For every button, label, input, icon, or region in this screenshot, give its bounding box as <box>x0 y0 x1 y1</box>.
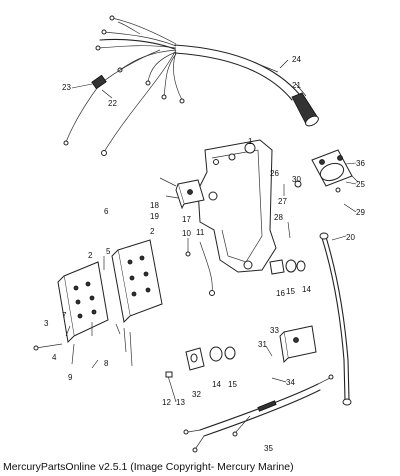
callout-18: 18 <box>150 201 159 210</box>
callout-14a: 14 <box>302 285 311 294</box>
callout-3: 3 <box>44 319 49 328</box>
callout-10: 10 <box>182 229 191 238</box>
callout-20: 20 <box>346 233 355 242</box>
callout-2a: 2 <box>88 251 93 260</box>
callout-9: 9 <box>68 373 73 382</box>
callout-15b: 15 <box>228 380 237 389</box>
callout-1: 1 <box>248 137 253 146</box>
callout-4: 4 <box>52 353 57 362</box>
callout-27: 27 <box>278 197 287 206</box>
wire-23-with-connector[interactable] <box>63 49 161 146</box>
callout-22: 22 <box>108 99 117 108</box>
callout-5: 5 <box>106 247 111 256</box>
wiring-harness[interactable] <box>95 15 320 156</box>
callout-36: 36 <box>356 159 365 168</box>
switch-box-17[interactable] <box>175 179 205 210</box>
switch-box-left[interactable] <box>57 261 109 344</box>
callout-33: 33 <box>270 326 279 335</box>
callout-leaders <box>65 59 357 369</box>
callout-23: 23 <box>62 83 71 92</box>
callout-7: 7 <box>62 311 67 320</box>
hardware-screws[interactable] <box>33 177 291 403</box>
callout-35: 35 <box>264 444 273 453</box>
mounting-bracket[interactable] <box>197 139 277 296</box>
image-caption: MercuryPartsOnline v2.5.1 (Image Copyrig… <box>3 461 294 473</box>
callout-29: 29 <box>356 208 365 217</box>
terminal-block-33[interactable] <box>279 325 317 364</box>
callout-25: 25 <box>356 180 365 189</box>
callout-13: 13 <box>176 398 185 407</box>
callout-28: 28 <box>274 213 283 222</box>
callout-31: 31 <box>258 340 267 349</box>
callout-32: 32 <box>192 390 201 399</box>
callout-21: 21 <box>292 81 301 90</box>
callout-16: 16 <box>276 289 285 298</box>
wire-harness-35[interactable] <box>183 374 334 453</box>
callout-12: 12 <box>162 398 171 407</box>
callout-34: 34 <box>286 378 295 387</box>
callout-2b: 2 <box>150 227 155 236</box>
callout-30: 30 <box>292 175 301 184</box>
callout-19: 19 <box>150 212 159 221</box>
callout-15a: 15 <box>286 287 295 296</box>
callout-17: 17 <box>182 215 191 224</box>
callout-26: 26 <box>270 169 279 178</box>
battery-cable-20[interactable] <box>319 232 352 406</box>
solenoid-25[interactable] <box>311 149 359 193</box>
callout-8: 8 <box>104 359 109 368</box>
callout-6: 6 <box>104 207 109 216</box>
washers-bushings[interactable] <box>185 180 306 371</box>
callout-24: 24 <box>292 55 301 64</box>
switch-box-right[interactable] <box>111 239 163 324</box>
callout-labels: 1 2 2 3 4 5 6 7 8 9 10 11 12 13 14 14 15… <box>44 55 365 453</box>
callout-14b: 14 <box>212 380 221 389</box>
callout-11: 11 <box>196 228 205 237</box>
